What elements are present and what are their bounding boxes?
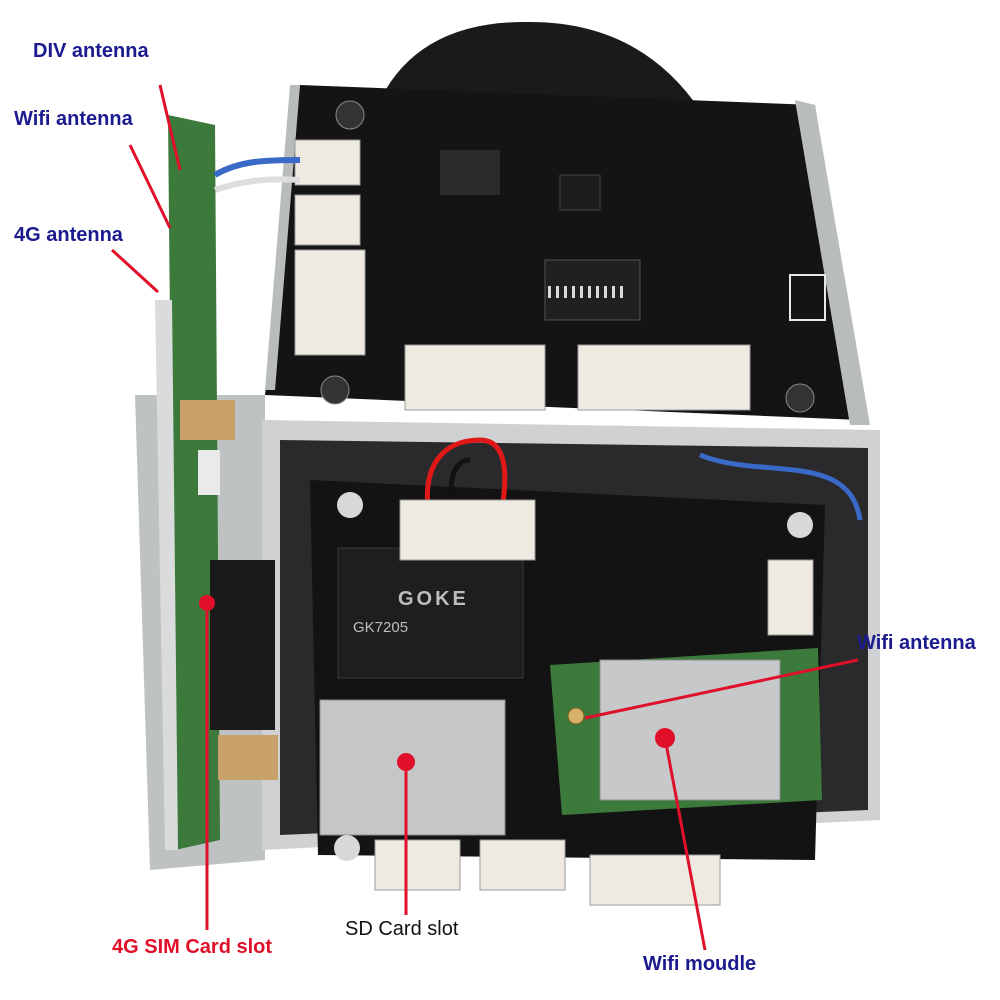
connector-top-3 [294, 249, 366, 356]
cable-blue [213, 157, 301, 178]
silk-box [789, 274, 826, 321]
mount-hole-1 [337, 492, 363, 518]
connector-bottom-2 [577, 344, 751, 411]
small-ic [559, 174, 601, 211]
label-wifi-module: Wifi moudle [643, 953, 757, 975]
mount-hole-2 [787, 512, 813, 538]
wifi-ufl-connector [567, 707, 585, 725]
connector-bottom-c [589, 854, 721, 906]
pointer-wifi-module [663, 737, 707, 951]
mount-hole-3 [334, 835, 360, 861]
pointer-wifi-antenna-right [584, 658, 859, 720]
chip-brand: GOKE [398, 588, 469, 610]
top-bracket-right [795, 100, 870, 425]
pointer-div-antenna [158, 84, 182, 171]
screw-bottom-left [320, 375, 350, 405]
pointer-4g-antenna [110, 248, 160, 294]
label-sim-slot: 4G SIM Card slot [112, 936, 273, 958]
brass-standoff [180, 400, 235, 440]
top-ic [544, 259, 641, 321]
cable-blue-right [699, 452, 863, 521]
label-wifi-antenna-right: Wifi antenna [857, 632, 976, 654]
dot-sd-slot [397, 753, 415, 771]
side-switch [198, 450, 220, 495]
top-ic-pins [548, 286, 623, 298]
connector-bottom-b [479, 839, 566, 891]
pointer-dots [199, 595, 675, 771]
screw-bottom-right [785, 383, 815, 413]
top-pcb [265, 85, 860, 420]
screw-top-left [335, 100, 365, 130]
pointer-wifi-antenna-top [128, 144, 172, 229]
connector-main-top [399, 499, 536, 561]
goke-chip [337, 547, 524, 679]
label-4g-antenna: 4G antenna [14, 224, 123, 246]
dot-sim-slot [199, 595, 215, 611]
cable-white [214, 176, 301, 193]
sim-slot-body [210, 560, 275, 730]
label-div-antenna: DIV antenna [33, 40, 149, 62]
connector-bottom-1 [404, 344, 546, 411]
brass-standoff-2 [218, 735, 278, 780]
inductor [440, 150, 500, 195]
side-pcb-edge [155, 300, 178, 850]
dot-wifi-module [655, 728, 675, 748]
connector-top-1 [294, 139, 361, 186]
connector-right [767, 559, 814, 636]
connector-top-2 [294, 194, 361, 246]
label-sd-slot: SD Card slot [345, 918, 459, 940]
label-wifi-antenna-top: Wifi antenna [14, 108, 133, 130]
pointer-lines [110, 84, 859, 951]
chip-model: GK7205 [353, 619, 408, 636]
wire-red [424, 437, 508, 521]
connector-bottom-a [374, 839, 461, 891]
